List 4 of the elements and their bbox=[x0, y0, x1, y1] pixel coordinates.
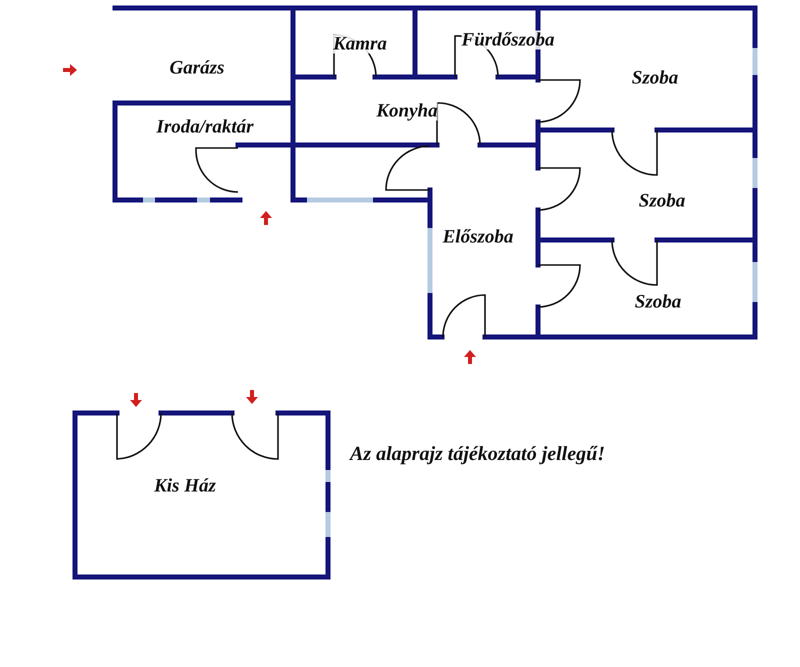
note-text: Az alaprajz tájékoztató jellegű! bbox=[350, 444, 606, 464]
room-label: Kamra bbox=[333, 34, 387, 54]
room-label: Fürdőszoba bbox=[462, 30, 554, 50]
room-label: Konyha bbox=[376, 102, 438, 120]
